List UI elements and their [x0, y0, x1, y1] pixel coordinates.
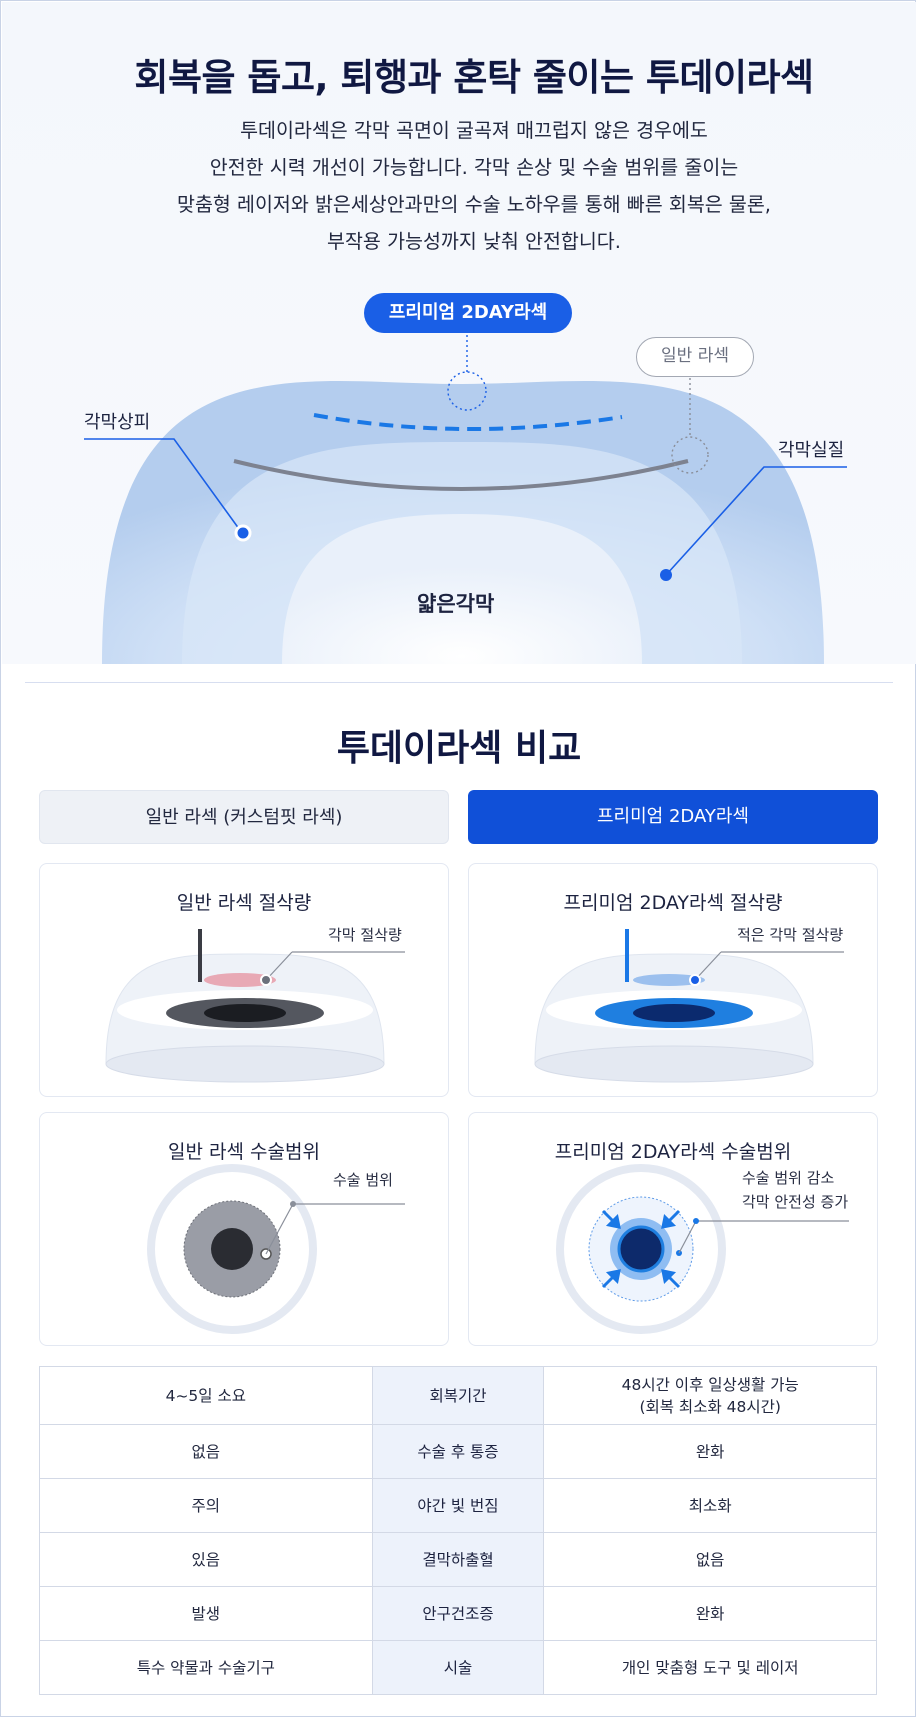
premium-cell: 없음 [543, 1532, 877, 1587]
normal-cell: 발생 [39, 1586, 373, 1641]
premium-cell-line: 48시간 이후 일상생활 가능 [621, 1375, 799, 1394]
item-cell: 결막하출혈 [371, 1532, 545, 1587]
premium-label-pill: 프리미엄 2DAY라섹 [364, 293, 572, 333]
premium-range-illustration [556, 1164, 849, 1334]
section-divider [25, 682, 893, 683]
premium-cell: 완화 [543, 1424, 877, 1479]
normal-cut-illustration [105, 929, 405, 1083]
item-cell: 야간 빛 번짐 [371, 1478, 545, 1533]
premium-ablation-line [313, 413, 623, 431]
card-normal-range: 일반 라섹 수술범위 수술 범위 [39, 1112, 449, 1346]
comparison-title: 투데이라섹 비교 [336, 728, 582, 769]
normal-cell: 주의 [39, 1478, 373, 1533]
normal-cell: 특수 약물과 수술기구 [39, 1640, 373, 1695]
premium-marker [447, 371, 487, 411]
cornea-diagram: 프리미엄 2DAY라섹 일반 라섹 각막상피 각막실질 얇은각막 [2, 2, 916, 664]
card-premium-range: 프리미엄 2DAY라섹 수술범위 수술 범위 감소 각막 안전성 증가 [468, 1112, 878, 1346]
premium-cell: 개인 맞춤형 도구 및 레이저 [543, 1640, 877, 1695]
tab-premium-2day-lasek: 프리미엄 2DAY라섹 [468, 790, 878, 844]
stroma-dot [660, 569, 672, 581]
premium-cell-line: 완화 [695, 1442, 725, 1461]
epithelium-pointer [84, 438, 243, 534]
normal-marker [671, 436, 709, 474]
normal-label-pill: 일반 라섹 [636, 337, 754, 377]
premium-cell-line: 없음 [695, 1550, 725, 1569]
normal-cell: 없음 [39, 1424, 373, 1479]
tab-normal-lasek: 일반 라섹 (커스텀핏 라섹) [39, 790, 449, 844]
normal-cell: 있음 [39, 1532, 373, 1587]
item-cell: 시술 [371, 1640, 545, 1695]
card-normal-cut: 일반 라섹 절삭량 각막 절삭량 [39, 863, 449, 1097]
card-title: 프리미엄 2DAY라섹 수술범위 [554, 1141, 792, 1163]
intro-line: 부작용 가능성까지 낮춰 안전합니다. [327, 230, 621, 253]
card-premium-cut: 프리미엄 2DAY라섹 절삭량 적은 각막 절삭량 [468, 863, 878, 1097]
intro-section: 회복을 돕고, 퇴행과 혼탁 줄이는 투데이라섹 투데이라섹은 각막 곡면이 굴… [2, 2, 916, 664]
stroma-pointer [665, 466, 847, 576]
normal-ablation-line [233, 459, 689, 491]
normal-cut-annotation: 각막 절삭량 [328, 926, 402, 944]
normal-range-annotation: 수술 범위 [333, 1171, 393, 1189]
thin-cornea [282, 514, 642, 664]
premium-cell: 완화 [543, 1586, 877, 1641]
epithelium-label: 각막상피 [84, 412, 151, 433]
premium-cell-line: 개인 맞춤형 도구 및 레이저 [621, 1658, 799, 1677]
premium-range-annotation-2: 각막 안전성 증가 [742, 1193, 849, 1211]
intro-line: 안전한 시력 개선이 가능합니다. 각막 손상 및 수술 범위를 줄이는 [209, 156, 739, 179]
card-title: 일반 라섹 수술범위 [168, 1141, 320, 1163]
stroma-label: 각막실질 [778, 440, 845, 461]
intro-line: 투데이라섹은 각막 곡면이 굴곡져 매끄럽지 않은 경우에도 [240, 119, 708, 142]
item-cell: 안구건조증 [371, 1586, 545, 1641]
premium-cut-annotation: 적은 각막 절삭량 [737, 926, 844, 944]
normal-cell: 4~5일 소요 [39, 1366, 373, 1425]
card-title: 일반 라섹 절삭량 [176, 892, 312, 914]
item-cell: 회복기간 [371, 1366, 545, 1425]
card-title: 프리미엄 2DAY라섹 절삭량 [563, 892, 783, 914]
intro-line: 맞춤형 레이저와 밝은세상안과만의 수술 노하우를 통해 빠른 회복은 물론, [177, 193, 771, 216]
thin-cornea-label: 얇은각막 [417, 592, 495, 616]
premium-cell-line: (회복 최소화 48시간) [639, 1397, 781, 1416]
premium-cell: 최소화 [543, 1478, 877, 1533]
premium-cell-line: 완화 [695, 1604, 725, 1623]
premium-cut-illustration [534, 929, 844, 1083]
item-cell: 수술 후 통증 [371, 1424, 545, 1479]
premium-range-annotation-1: 수술 범위 감소 [742, 1169, 835, 1187]
premium-cell: 48시간 이후 일상생활 가능 (회복 최소화 48시간) [543, 1366, 877, 1425]
premium-cell-line: 최소화 [688, 1496, 732, 1515]
intro-paragraph: 투데이라섹은 각막 곡면이 굴곡져 매끄럽지 않은 경우에도 안전한 시력 개선… [2, 112, 916, 260]
cornea-cross-section [84, 335, 847, 664]
page-headline: 회복을 돕고, 퇴행과 혼탁 줄이는 투데이라섹 [134, 56, 814, 99]
normal-range-illustration [147, 1164, 405, 1334]
epithelium-dot [234, 524, 252, 542]
